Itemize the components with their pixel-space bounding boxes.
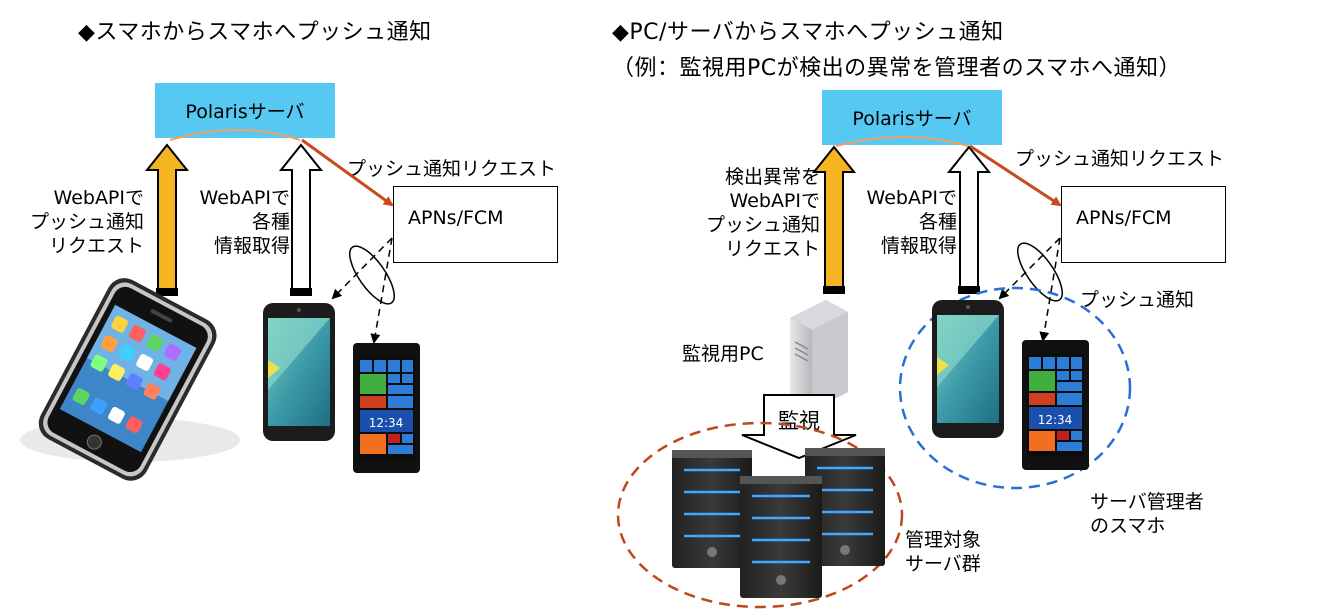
left-title: ◆スマホからスマホへプッシュ通知 <box>78 20 432 45</box>
android-phone-image <box>263 303 335 441</box>
right-push-notification-label: プッシュ通知 <box>1080 289 1195 311</box>
text-line: 管理対象 <box>905 529 982 551</box>
text-line: WebAPIで <box>53 187 144 209</box>
left-push-dashed-arrows <box>331 237 395 344</box>
left-polaris-server-label: Polarisサーバ <box>185 101 305 123</box>
right-apns-fcm-box: APNs/FCM <box>1061 186 1226 263</box>
right-push-request-label: プッシュ通知リクエスト <box>1015 148 1225 170</box>
iphone-image <box>20 278 240 481</box>
monitor-label: 監視 <box>778 409 820 433</box>
admin-windows-phone-image: 12:34 <box>1022 340 1089 470</box>
admin-android-phone-image <box>932 300 1004 438</box>
text-line: 情報取得 <box>213 235 290 257</box>
right-push-dashed-arrows <box>998 237 1063 342</box>
text-line: リクエスト <box>48 235 144 257</box>
managed-server-center <box>740 476 822 598</box>
right-anomaly-push-arrow <box>811 145 857 294</box>
windows-phone-clock-right: 12:34 <box>1038 413 1073 427</box>
text-line: 検出異常を <box>724 166 820 188</box>
right-polaris-server-label: Polarisサーバ <box>852 108 972 130</box>
text-line: WebAPIで <box>866 187 957 209</box>
text-line: プッシュ通知 <box>29 211 144 233</box>
left-polaris-server-box: Polarisサーバ <box>155 83 335 138</box>
text-line: プッシュ通知 <box>705 214 820 236</box>
left-webapi-push-arrow <box>144 143 190 296</box>
text-line: WebAPIで <box>199 187 290 209</box>
right-webapi-info-text: WebAPIで 各種 情報取得 <box>845 186 957 258</box>
right-anomaly-push-request-text: 検出異常を WebAPIで プッシュ通知 リクエスト <box>680 165 820 261</box>
managed-server-right <box>805 448 885 566</box>
text-line: 情報取得 <box>880 235 957 257</box>
right-apns-fcm-label: APNs/FCM <box>1076 207 1172 229</box>
managed-server-left <box>672 450 752 568</box>
right-polaris-server-box: Polarisサーバ <box>822 90 1002 145</box>
right-push-request-arrow <box>969 144 1062 207</box>
right-title-line2: （例：監視用PCが検出の異常を管理者のスマホへ通知） <box>612 56 1181 81</box>
right-title-line1: ◆PC/サーバからスマホへプッシュ通知 <box>612 20 1004 45</box>
right-webapi-info-arrow <box>946 145 992 294</box>
monitor-pc-image <box>790 300 848 410</box>
left-connector-curve <box>169 129 301 141</box>
left-push-request-arrow <box>301 138 394 207</box>
text-line: 各種 <box>918 211 957 233</box>
windows-phone-image: 12:34 <box>353 343 420 473</box>
windows-phone-clock-left: 12:34 <box>369 416 404 430</box>
left-push-request-label: プッシュ通知リクエスト <box>347 158 557 180</box>
admin-phone-label: サーバ管理者 のスマホ <box>1090 490 1204 538</box>
text-line: サーバ管理者 <box>1090 491 1204 513</box>
text-line: サーバ群 <box>905 553 981 575</box>
admin-phones-ring <box>898 286 1132 490</box>
left-webapi-push-request-text: WebAPIで プッシュ通知 リクエスト <box>6 186 144 258</box>
left-apns-fcm-label: APNs/FCM <box>408 207 504 229</box>
left-apns-fcm-box: APNs/FCM <box>393 186 558 263</box>
text-line: 各種 <box>251 211 290 233</box>
left-webapi-info-text: WebAPIで 各種 情報取得 <box>178 186 290 258</box>
managed-servers-label: 管理対象 サーバ群 <box>905 528 981 576</box>
managed-servers-ring <box>616 421 904 609</box>
monitor-pc-label: 監視用PC <box>682 343 764 365</box>
right-connector-curve <box>835 136 969 147</box>
text-line: のスマホ <box>1090 515 1166 537</box>
text-line: リクエスト <box>724 238 820 260</box>
left-webapi-info-arrow <box>278 143 324 296</box>
text-line: WebAPIで <box>729 190 820 212</box>
